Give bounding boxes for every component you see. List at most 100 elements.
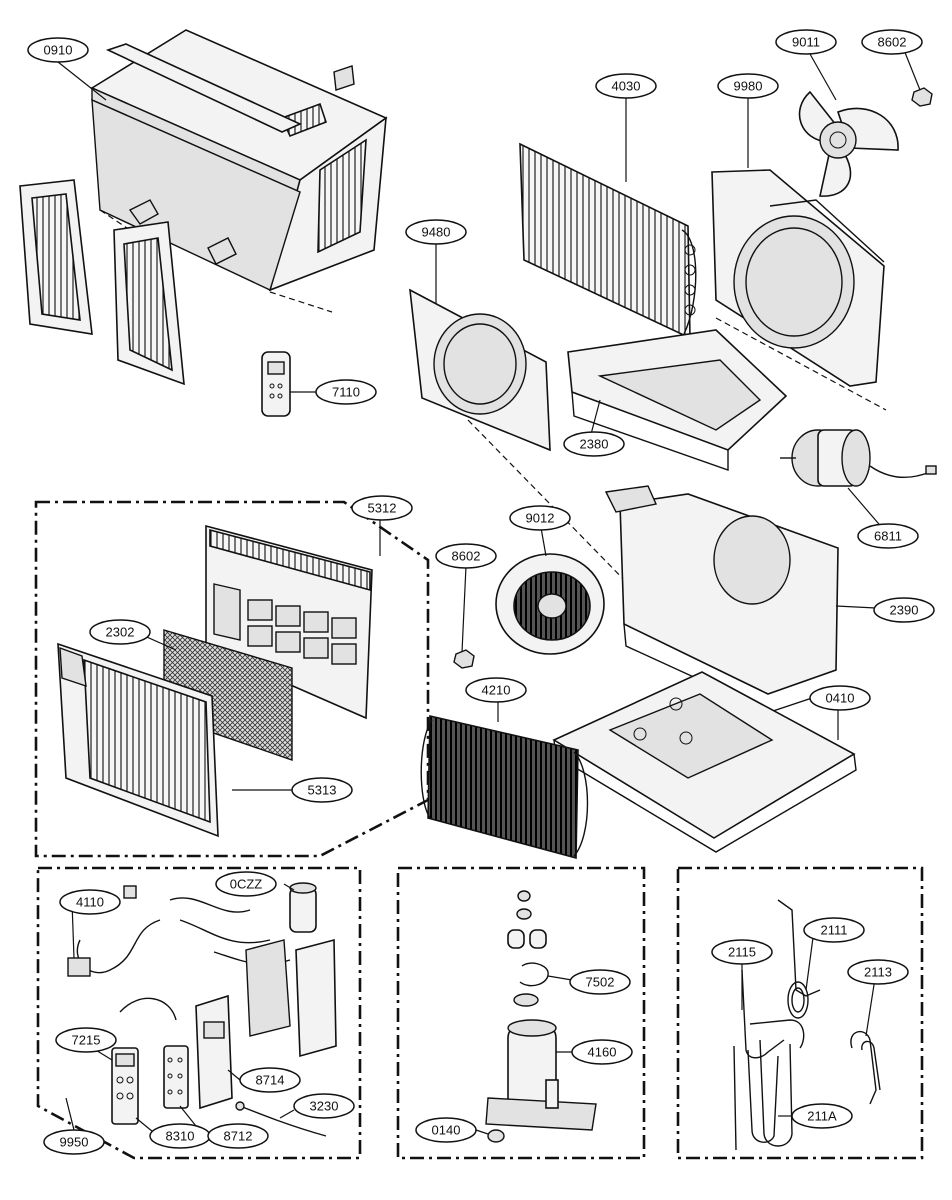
scroll-housing [604, 485, 839, 713]
callout-4160: 4160 [571, 1039, 633, 1065]
thermistor [235, 1101, 327, 1137]
callout-label: 2111 [821, 923, 848, 938]
callout-label: 9012 [526, 511, 555, 526]
callout-2111: 2111 [803, 917, 865, 943]
callout-label: 2113 [864, 965, 892, 980]
cabinet-back [91, 98, 301, 291]
drain-pan [567, 329, 788, 471]
mid-nut [453, 649, 475, 669]
callout-label: 0140 [432, 1123, 461, 1138]
callout-4110: 4110 [59, 889, 121, 915]
callout-label: 9950 [60, 1135, 89, 1150]
callout-7215: 7215 [55, 1027, 117, 1053]
top-nut [911, 87, 933, 107]
callout-9980: 9980 [717, 73, 779, 99]
fan-motor [780, 429, 937, 487]
callout-9011: 9011 [775, 29, 837, 55]
callout-label: 0910 [44, 43, 73, 58]
callout-8602-top: 8602 [861, 29, 923, 55]
evaporator-shroud [409, 288, 551, 452]
condenser-coil [519, 142, 697, 340]
cabinet-louvers [317, 138, 367, 254]
remote-control [261, 351, 291, 417]
evaporator-coil [420, 714, 589, 860]
blower-wheel [495, 553, 605, 655]
callout-label: 8310 [166, 1129, 195, 1144]
callout-label: 2380 [580, 437, 609, 452]
callout-9012: 9012 [509, 505, 571, 531]
callout-0410: 0410 [809, 685, 871, 711]
callout-8310: 8310 [149, 1123, 211, 1149]
front-grille [205, 524, 373, 720]
tubing-box [676, 866, 924, 1160]
callout-2380: 2380 [563, 431, 625, 457]
callout-label: 0410 [826, 691, 855, 706]
callout-label: 2115 [728, 945, 756, 960]
callout-6811: 6811 [857, 523, 919, 549]
cabinet-rail [105, 43, 302, 133]
inlet-grille [57, 642, 219, 838]
fan-shroud [711, 169, 885, 387]
bracket-bottom [207, 237, 237, 265]
control-box [245, 938, 337, 1058]
compressor-box [396, 866, 646, 1160]
side-curtains [19, 179, 185, 386]
callout-label: 5313 [308, 783, 337, 798]
callout-label: 7502 [586, 975, 615, 990]
pcb-holder [195, 994, 233, 1110]
capacitor [289, 882, 317, 933]
callout-label: 5312 [368, 501, 397, 516]
callout-label: 2302 [106, 625, 135, 640]
callout-label: 211A [807, 1109, 837, 1124]
callout-2113: 2113 [847, 959, 909, 985]
display-pcb [163, 1045, 189, 1109]
callout-label: 0CZZ [230, 877, 263, 892]
callout-9950: 9950 [43, 1129, 105, 1155]
callout-label: 7110 [332, 385, 360, 400]
callout-2390: 2390 [873, 597, 935, 623]
callout-7110: 7110 [315, 379, 377, 405]
callout-label: 4160 [588, 1045, 617, 1060]
compressor-parts [507, 890, 549, 1007]
grille-openings [247, 599, 357, 665]
callout-label: 7215 [72, 1033, 101, 1048]
callout-0910: 0910 [27, 37, 89, 63]
callout-4210: 4210 [465, 677, 527, 703]
callout-label: 8712 [224, 1129, 253, 1144]
power-cord [67, 919, 161, 977]
control-panel [111, 1047, 139, 1125]
callout-211a: 211A [791, 1103, 853, 1129]
callout-label: 9480 [422, 225, 451, 240]
callout-label: 8714 [256, 1073, 285, 1088]
callout-label: 8602 [452, 549, 481, 564]
callout-7502: 7502 [569, 969, 631, 995]
callout-5313: 5313 [291, 777, 353, 803]
callout-label: 4030 [612, 79, 641, 94]
base-pan [552, 671, 857, 853]
callout-label: 3230 [310, 1099, 339, 1114]
bracket-top-right [333, 65, 355, 91]
callout-5312: 5312 [351, 495, 413, 521]
compressor [485, 1019, 597, 1143]
callout-2302: 2302 [89, 619, 151, 645]
callout-label: 9011 [792, 35, 820, 50]
callout-label: 4210 [482, 683, 511, 698]
wiring-harness [119, 885, 291, 1021]
callout-9480: 9480 [405, 219, 467, 245]
callout-8602-mid: 8602 [435, 543, 497, 569]
callout-0140: 0140 [415, 1117, 477, 1143]
callout-label: 9980 [734, 79, 763, 94]
callout-label: 8602 [878, 35, 907, 50]
callout-3230: 3230 [293, 1093, 355, 1119]
refrigerant-tubes [733, 899, 881, 1151]
condenser-fan [798, 90, 899, 197]
callout-label: 6811 [874, 529, 902, 544]
callout-label: 2390 [890, 603, 919, 618]
callout-4030: 4030 [595, 73, 657, 99]
callout-0czz: 0CZZ [215, 871, 277, 897]
callout-2115: 2115 [711, 939, 773, 965]
callout-8712: 8712 [207, 1123, 269, 1149]
callout-label: 4110 [76, 895, 104, 910]
bracket-left [128, 199, 159, 225]
